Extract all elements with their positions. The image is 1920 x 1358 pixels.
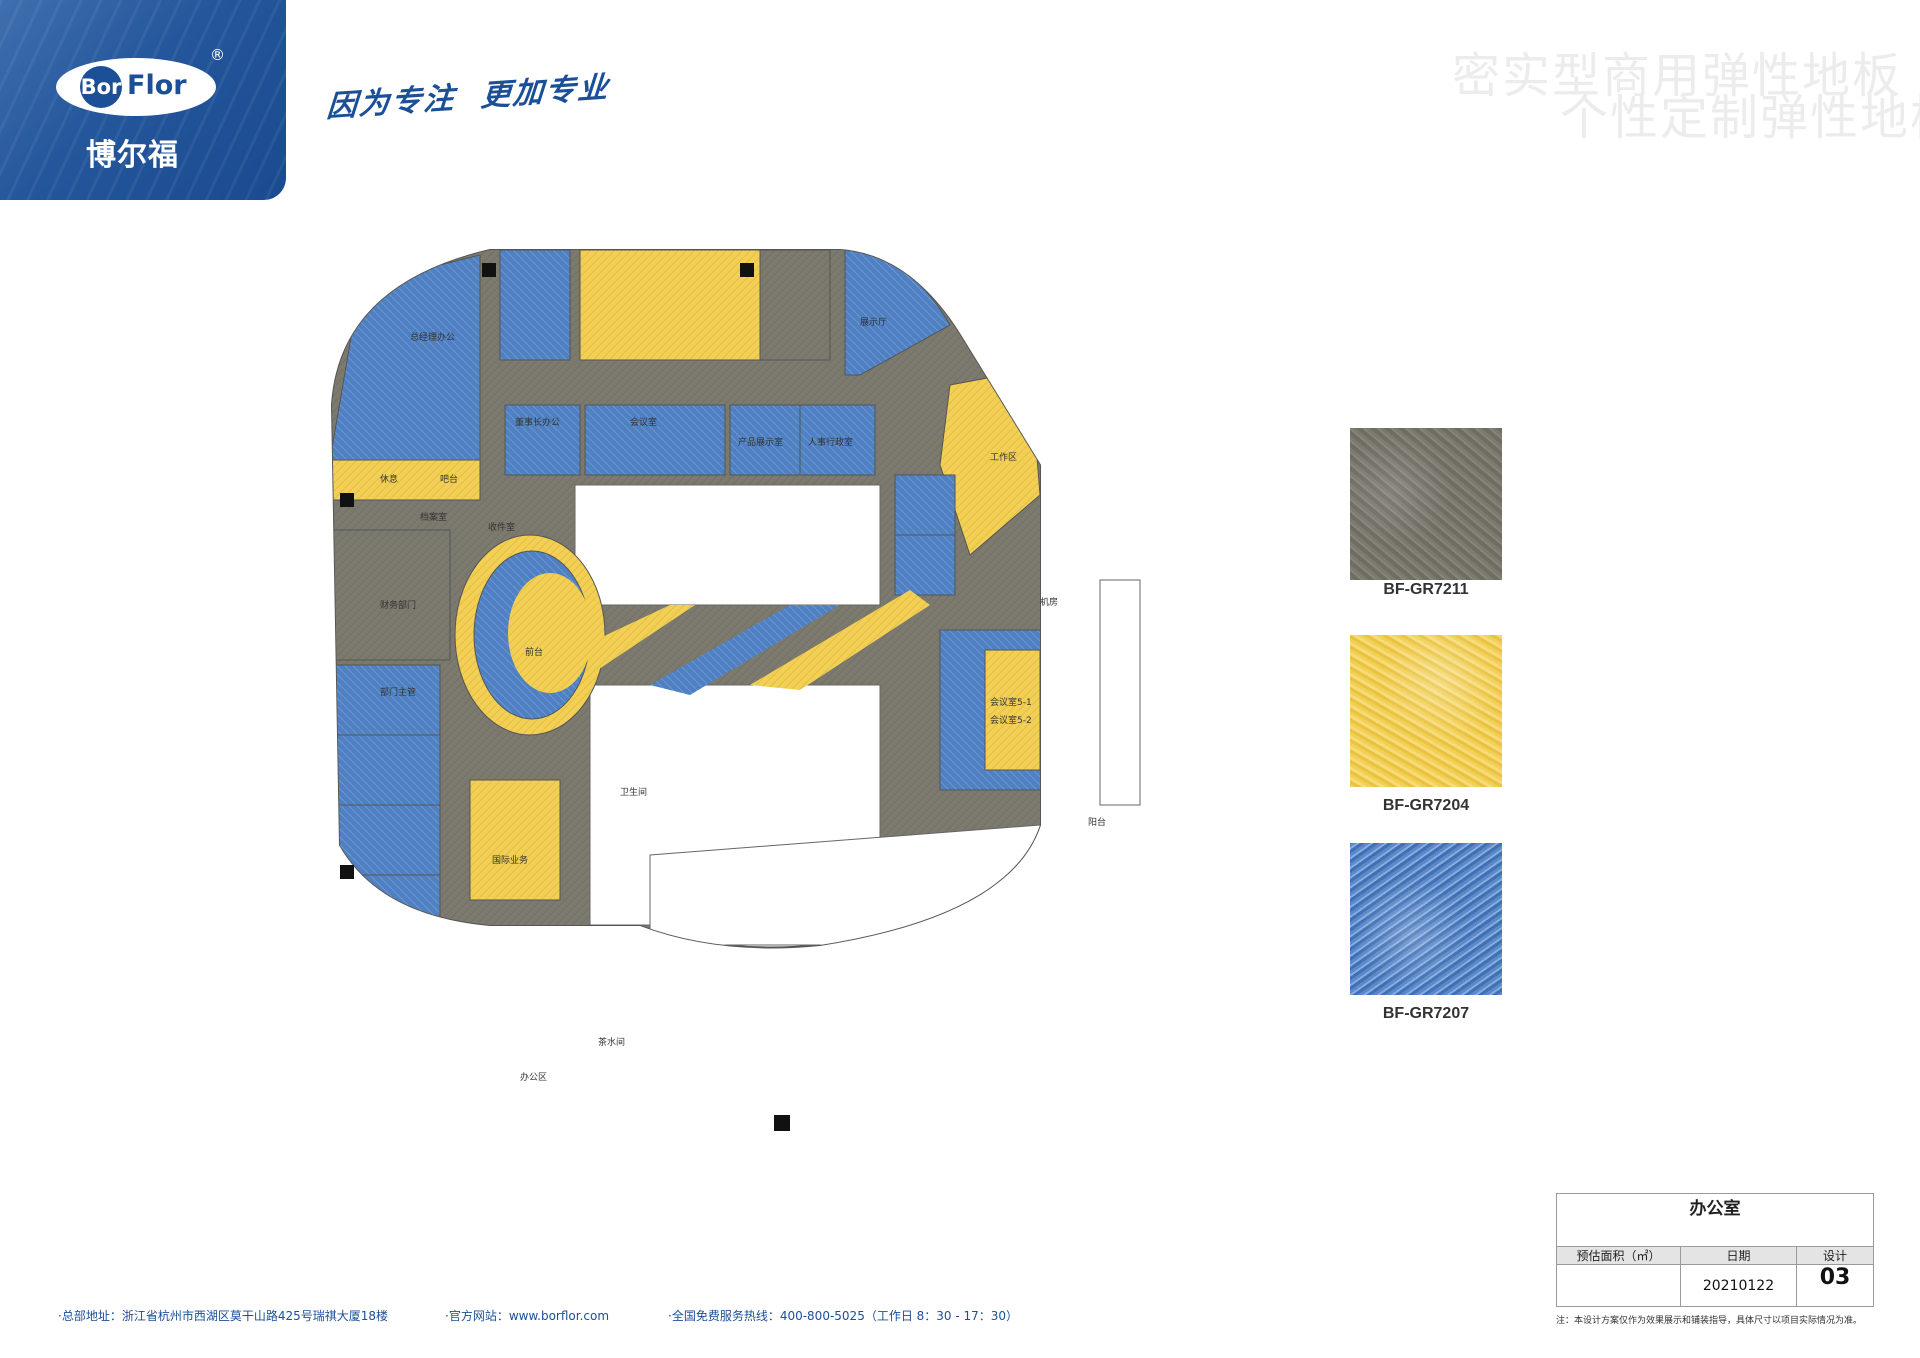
- meeting-room-row-left: [504, 404, 581, 476]
- top-office-grey: [759, 250, 831, 361]
- plan-label: 人事行政室: [808, 436, 853, 448]
- title-block-header-row: 预估面积（㎡） 日期 设计: [1557, 1246, 1873, 1265]
- column: [774, 1115, 790, 1131]
- plan-label: 部门主管: [380, 686, 416, 698]
- drawing-title: 办公室: [1689, 1199, 1741, 1219]
- top-workstation-yellow: [579, 250, 761, 361]
- brand-logo-block: Bor Flor ® 博尔福: [0, 0, 286, 200]
- column: [340, 865, 354, 879]
- plan-label: 展示厅: [860, 317, 887, 328]
- reception-center-yellow: [508, 573, 592, 693]
- exec-office-blue: [332, 254, 481, 461]
- bottom-office-grey-2: [570, 1005, 655, 1095]
- diagonal-band-blue: [650, 605, 840, 695]
- plan-label: 卫生间: [620, 786, 647, 798]
- registered-mark: ®: [210, 46, 225, 64]
- meeting-room-row-3: [729, 404, 801, 476]
- material-swatch-grey: [1350, 428, 1502, 580]
- watermark-line-2: 个性定制弹性地板: [1559, 90, 1920, 146]
- logo-flor-text: Flor: [127, 70, 187, 101]
- balcony: [1099, 579, 1141, 806]
- right-office-blue-1: [894, 474, 956, 536]
- diagonal-band-yellow-2: [750, 590, 930, 690]
- logo-chinese-name: 博尔福: [86, 138, 179, 173]
- right-office-blue-2: [894, 534, 956, 596]
- material-swatch-yellow: [1350, 635, 1502, 787]
- title-block-value-row: 20210122 03: [1557, 1264, 1873, 1307]
- plan-label: 机房: [1040, 596, 1058, 608]
- elevator-core-upper: [574, 484, 881, 606]
- footer-address: ·总部地址：浙江省杭州市西湖区莫干山路425号瑞祺大厦18楼: [58, 1309, 388, 1323]
- design-number: 03: [1819, 1265, 1851, 1290]
- plan-label: 董事长办公: [515, 416, 560, 428]
- area-header: 预估面积（㎡）: [1557, 1247, 1681, 1265]
- logo-bor-text: Bor: [80, 66, 122, 108]
- plan-label: 产品展示室: [738, 436, 783, 448]
- plan-label: 吧台: [440, 473, 458, 485]
- rest-area-yellow: [332, 459, 481, 501]
- material-swatch-blue: [1350, 843, 1502, 995]
- column: [740, 263, 754, 277]
- plan-label: 会议室: [630, 416, 657, 428]
- meeting-room-large: [584, 404, 726, 476]
- plan-label: 档案室: [420, 511, 447, 523]
- brand-slogan: 因为专注 更加专业: [325, 70, 611, 125]
- plan-label: 会议室5-1: [990, 696, 1032, 708]
- plan-label: 休息: [380, 473, 398, 485]
- diagonal-band-yellow-1: [585, 605, 695, 675]
- date-value: 20210122: [1681, 1265, 1797, 1307]
- left-office-2: [332, 734, 441, 806]
- date-header: 日期: [1681, 1247, 1797, 1265]
- conference-table-yellow: [984, 649, 1040, 771]
- swatch-code-label: BF-GR7211: [1383, 581, 1469, 598]
- plan-label: 办公区: [520, 1071, 547, 1083]
- plan-label: 国际业务: [492, 854, 528, 866]
- plan-label: 前台: [525, 646, 543, 658]
- top-office-blue: [499, 250, 571, 361]
- drawing-title-block: 办公室 预估面积（㎡） 日期 设计 20210122 03: [1556, 1193, 1874, 1307]
- area-value: [1557, 1265, 1681, 1307]
- meeting-room-row-4: [799, 404, 876, 476]
- column: [340, 493, 354, 507]
- plan-label: 阳台: [1088, 816, 1106, 828]
- plan-label: 总经理办公: [410, 331, 455, 343]
- finance-room: [332, 529, 451, 661]
- design-header: 设计: [1822, 1249, 1847, 1263]
- plan-label: 收件室: [488, 521, 515, 533]
- footer-hotline: ·全国免费服务热线：400-800-5025（工作日 8：30 - 17：30）: [668, 1309, 1019, 1323]
- left-office-1: [332, 664, 441, 736]
- footer-website: ·官方网站：www.borflor.com: [445, 1309, 610, 1323]
- left-office-3: [332, 804, 441, 876]
- plan-label: 财务部门: [380, 599, 416, 611]
- bottom-office-grey-1: [450, 955, 560, 1065]
- watermark-line-1: 密实型商用弹性地板: [1451, 48, 1902, 104]
- lower-workstation-yellow: [469, 779, 561, 901]
- plan-label: 茶水间: [598, 1036, 625, 1048]
- plan-label: 会议室5-2: [990, 714, 1032, 726]
- disclaimer-note: 注：本设计方案仅作为效果展示和铺装指导，具体尺寸以项目实际情况为准。: [1556, 1316, 1863, 1326]
- office-floor-plan: 总经理办公 休息 吧台 档案室 收件室 财务部门 董事长办公 会议室 产品展示室…: [330, 249, 1141, 1131]
- left-office-4: [332, 874, 441, 936]
- swatch-code-label: BF-GR7207: [1382, 1005, 1470, 1022]
- plan-label: 工作区: [990, 451, 1017, 463]
- column: [482, 263, 496, 277]
- swatch-code-label: BF-GR7204: [1382, 797, 1470, 814]
